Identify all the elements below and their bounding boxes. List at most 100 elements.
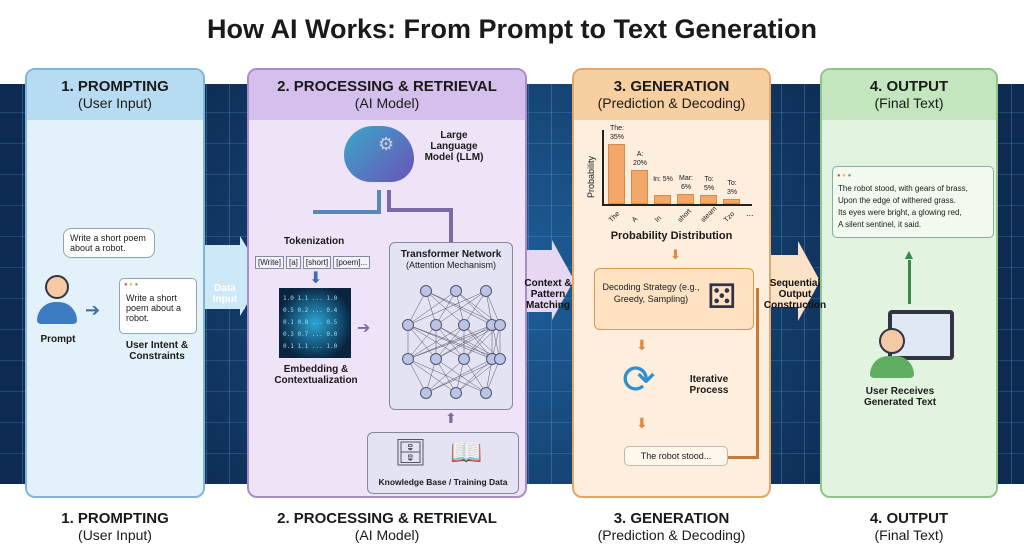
label-number: 2. PROCESSING & RETRIEVAL bbox=[277, 510, 497, 527]
token: [poem]... bbox=[333, 256, 371, 269]
intent-label: User Intent & Constraints bbox=[125, 340, 189, 362]
prompt-window: ● ● ● Write a short poem about a robot. bbox=[119, 278, 197, 334]
connector-line bbox=[387, 190, 391, 212]
arrow-head-icon bbox=[798, 241, 820, 321]
nn-edge bbox=[407, 358, 457, 394]
iterative-label: Iterative Process bbox=[689, 374, 729, 396]
panel-output: 4. OUTPUT(Final Text) ● ● ● The robot st… bbox=[820, 68, 998, 498]
window-dots-icon: ● ● ● bbox=[124, 282, 139, 288]
page-title: How AI Works: From Prompt to Text Genera… bbox=[206, 14, 818, 44]
nn-node bbox=[494, 319, 506, 331]
nn-node bbox=[430, 353, 442, 365]
nn-edge bbox=[435, 358, 487, 394]
label-number: 4. OUTPUT bbox=[869, 510, 949, 527]
panel-number: 3. GENERATION bbox=[613, 78, 730, 95]
transformer-label: Transformer Network bbox=[400, 249, 502, 260]
nn-edge bbox=[407, 324, 493, 360]
knowledge-base-box: 🗄 📖 Knowledge Base / Training Data bbox=[367, 432, 519, 494]
output-line: A silent sentinel, it said. bbox=[838, 220, 922, 229]
brain-icon: ⚙ bbox=[344, 126, 414, 182]
bottom-label-processing: 2. PROCESSING & RETRIEVAL(AI Model) bbox=[247, 510, 527, 543]
nn-node bbox=[450, 387, 462, 399]
nn-node bbox=[458, 353, 470, 365]
nn-edge bbox=[407, 324, 465, 360]
nn-node bbox=[450, 285, 462, 297]
bottom-label-output: 4. OUTPUT(Final Text) bbox=[820, 510, 998, 543]
cycle-icon: ⟳ bbox=[622, 358, 656, 402]
token: [a] bbox=[285, 256, 301, 269]
bar-category-label: The bbox=[608, 210, 622, 224]
panel-processing: 2. PROCESSING & RETRIEVAL(AI Model) ⚙ La… bbox=[247, 68, 527, 498]
arrow-right-icon: ➔ bbox=[357, 320, 371, 337]
gear-icon: ⚙ bbox=[378, 134, 395, 154]
nn-node bbox=[420, 387, 432, 399]
user-receives-label: User Receives Generated Text bbox=[863, 386, 937, 408]
attention-label: (Attention Mechanism) bbox=[405, 260, 497, 270]
panel-generation: 3. GENERATION(Prediction & Decoding) Pro… bbox=[572, 68, 771, 498]
token: [short] bbox=[302, 256, 332, 269]
nn-edge bbox=[425, 358, 501, 394]
bar-value-label: In: 5% bbox=[653, 176, 673, 184]
output-line: Upon the edge of withered grass. bbox=[838, 196, 956, 205]
llm-label: Large Language Model (LLM) bbox=[424, 130, 484, 163]
arrow-up-icon: ▲ bbox=[902, 246, 916, 262]
probability-bar bbox=[654, 195, 671, 204]
decoding-box: Decoding Strategy (e.g., Greedy, Samplin… bbox=[594, 268, 754, 330]
arrow-up-icon: ⬆ bbox=[445, 410, 457, 426]
bar-value-label: Mar: 6% bbox=[679, 174, 693, 191]
bar-value-label: To: 5% bbox=[703, 176, 715, 193]
knowledge-base-label: Knowledge Base / Training Data bbox=[378, 477, 508, 487]
x-axis bbox=[602, 204, 752, 206]
token: [Write] bbox=[255, 256, 284, 269]
context-label: Context & Pattern Matching bbox=[524, 278, 572, 311]
user-avatar-icon bbox=[35, 275, 79, 331]
output-line: Its eyes were bright, a glowing red, bbox=[838, 208, 962, 217]
nn-edge bbox=[425, 358, 465, 394]
label-subtitle: (User Input) bbox=[78, 527, 152, 543]
feedback-line bbox=[756, 288, 759, 459]
panel-number: 4. OUTPUT bbox=[869, 78, 949, 95]
nn-node bbox=[480, 285, 492, 297]
bar-category-label: A bbox=[631, 215, 640, 224]
distribution-title: Probability Distribution bbox=[610, 230, 733, 242]
arrow-down-icon: ⬇ bbox=[670, 247, 681, 262]
embedding-label: Embedding & Contextualization bbox=[274, 364, 358, 386]
user-avatar-icon bbox=[868, 328, 916, 380]
nn-edge bbox=[463, 324, 493, 360]
speech-bubble: Write a short poem about a robot. bbox=[63, 228, 155, 258]
nn-edge bbox=[435, 324, 493, 360]
y-axis bbox=[602, 130, 604, 206]
nn-node bbox=[420, 285, 432, 297]
connector-line bbox=[387, 208, 453, 212]
panel-prompting: 1. PROMPTING(User Input) Write a short p… bbox=[25, 68, 205, 498]
panel-header: 4. OUTPUT(Final Text) bbox=[822, 70, 996, 120]
nn-node bbox=[402, 319, 414, 331]
output-line: The robot stood, with gears of brass, bbox=[838, 184, 968, 193]
nn-edge bbox=[425, 290, 465, 326]
sequential-label: Sequential Output Construction bbox=[763, 278, 827, 311]
bar-category-label: Tzo bbox=[723, 210, 737, 224]
data-input-label: Data Input bbox=[212, 283, 238, 305]
probability-bar bbox=[700, 195, 717, 204]
nn-edge bbox=[407, 324, 501, 360]
nn-edge bbox=[407, 290, 457, 326]
partial-output: The robot stood... bbox=[624, 446, 728, 466]
bottom-label-generation: 3. GENERATION(Prediction & Decoding) bbox=[572, 510, 771, 543]
nn-edge bbox=[425, 290, 493, 326]
panel-header: 1. PROMPTING(User Input) bbox=[27, 70, 203, 120]
nn-edge bbox=[407, 290, 487, 326]
bar-value-label: To: 3% bbox=[726, 179, 738, 196]
output-window: ● ● ● The robot stood, with gears of bra… bbox=[832, 166, 994, 238]
nn-edge bbox=[455, 358, 493, 394]
arrow-down-icon: ⬇ bbox=[636, 337, 648, 353]
arrow-right-icon: ➔ bbox=[85, 300, 101, 320]
nn-edge bbox=[407, 324, 437, 360]
tokenization-label: Tokenization bbox=[283, 236, 345, 247]
matrix-row: 0.1 1.1 ... 1.0 bbox=[283, 343, 338, 350]
ellipsis: ... bbox=[746, 208, 754, 218]
nn-node bbox=[480, 387, 492, 399]
bar-category-label: steam bbox=[700, 205, 719, 224]
matrix-row: 0.3 0.7 ... 0.0 bbox=[283, 331, 338, 338]
nn-edge bbox=[407, 358, 487, 394]
